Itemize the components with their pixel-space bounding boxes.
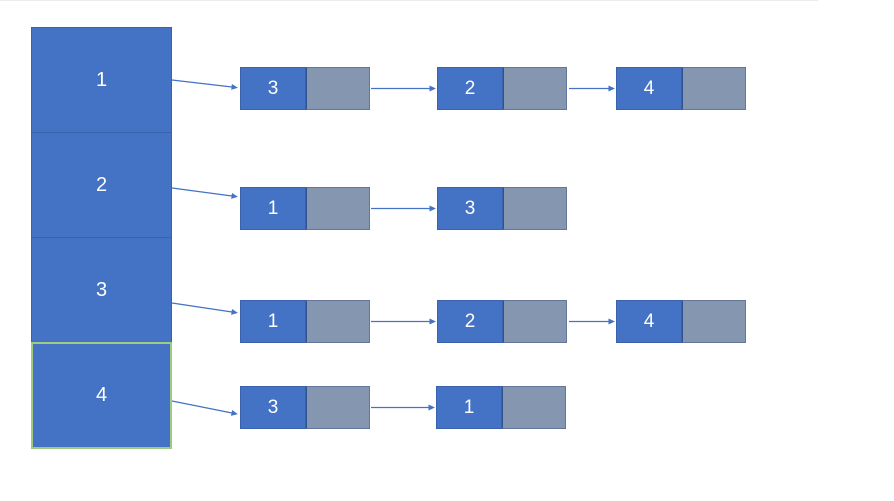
node-value-cell: 4 — [616, 67, 682, 110]
arrow-array2-to-list[interactable] — [171, 187, 238, 199]
node-value-cell: 3 — [437, 187, 503, 230]
node-value: 2 — [464, 77, 476, 99]
node-pointer-cell — [682, 67, 746, 110]
node-value: 3 — [464, 197, 476, 219]
arrow-array1-to-list[interactable] — [171, 79, 238, 90]
node-pointer-cell — [503, 187, 567, 230]
arrow-array4-to-list[interactable] — [171, 400, 238, 416]
node-value-cell: 1 — [240, 300, 306, 343]
array-cell-4-selected[interactable]: 4 — [31, 342, 172, 449]
node-value-cell: 4 — [616, 300, 682, 343]
node-value: 1 — [267, 197, 279, 219]
node-pointer-cell — [306, 187, 370, 230]
node-value: 3 — [267, 396, 279, 418]
array-cell-label: 3 — [95, 278, 108, 301]
list-node[interactable]: 1 — [240, 300, 370, 343]
node-pointer-cell — [306, 386, 370, 429]
array-cell-label: 2 — [95, 173, 108, 196]
node-value: 1 — [463, 396, 475, 418]
list-node[interactable]: 1 — [436, 386, 566, 429]
list-node[interactable]: 2 — [437, 67, 567, 110]
list-node[interactable]: 2 — [437, 300, 567, 343]
node-pointer-cell — [306, 67, 370, 110]
node-value-cell: 2 — [437, 300, 503, 343]
node-pointer-cell — [502, 386, 566, 429]
node-value-cell: 2 — [437, 67, 503, 110]
node-value-cell: 3 — [240, 67, 306, 110]
array-cell-2[interactable]: 2 — [31, 132, 172, 238]
node-value: 4 — [643, 310, 655, 332]
node-value: 3 — [267, 77, 279, 99]
array-cell-label: 1 — [95, 68, 108, 91]
list-node[interactable]: 4 — [616, 67, 746, 110]
list-node[interactable]: 4 — [616, 300, 746, 343]
node-value-cell: 1 — [240, 187, 306, 230]
node-value: 2 — [464, 310, 476, 332]
node-pointer-cell — [306, 300, 370, 343]
list-node[interactable]: 1 — [240, 187, 370, 230]
array-cell-1[interactable]: 1 — [31, 27, 172, 133]
array-cell-3[interactable]: 3 — [31, 237, 172, 343]
list-node[interactable]: 3 — [437, 187, 567, 230]
node-pointer-cell — [682, 300, 746, 343]
node-value-cell: 1 — [436, 386, 502, 429]
node-pointer-cell — [503, 300, 567, 343]
node-value: 1 — [267, 310, 279, 332]
node-value: 4 — [643, 77, 655, 99]
list-node[interactable]: 3 — [240, 67, 370, 110]
node-pointer-cell — [503, 67, 567, 110]
arrow-array3-to-list[interactable] — [171, 302, 238, 315]
top-edge-line — [0, 0, 818, 1]
node-value-cell: 3 — [240, 386, 306, 429]
list-node[interactable]: 3 — [240, 386, 370, 429]
array-cell-label: 4 — [95, 384, 108, 406]
